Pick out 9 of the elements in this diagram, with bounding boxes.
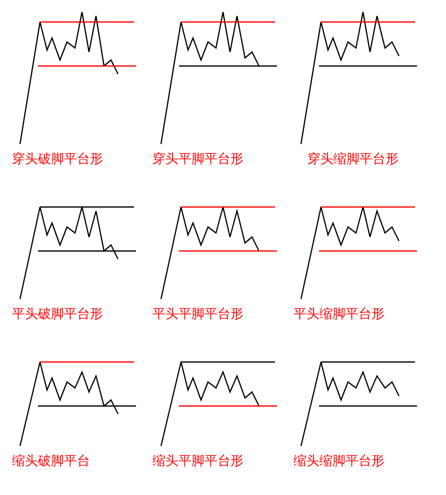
- pattern-caption: 缩头平脚平台形: [152, 453, 244, 471]
- pattern-caption: 缩头破脚平台: [12, 453, 90, 471]
- pattern-caption: 穿头破脚平台形: [12, 151, 103, 169]
- pattern-caption: 穿头平脚平台形: [152, 151, 244, 169]
- pattern-caption: 平头平脚平台形: [152, 306, 244, 324]
- pattern-caption: 平头破脚平台形: [12, 306, 103, 324]
- pattern-caption: 穿头缩脚平台形: [307, 151, 398, 169]
- pattern-caption: 平头缩脚平台形: [293, 306, 384, 324]
- pattern-caption: 缩头缩脚平台形: [293, 453, 384, 471]
